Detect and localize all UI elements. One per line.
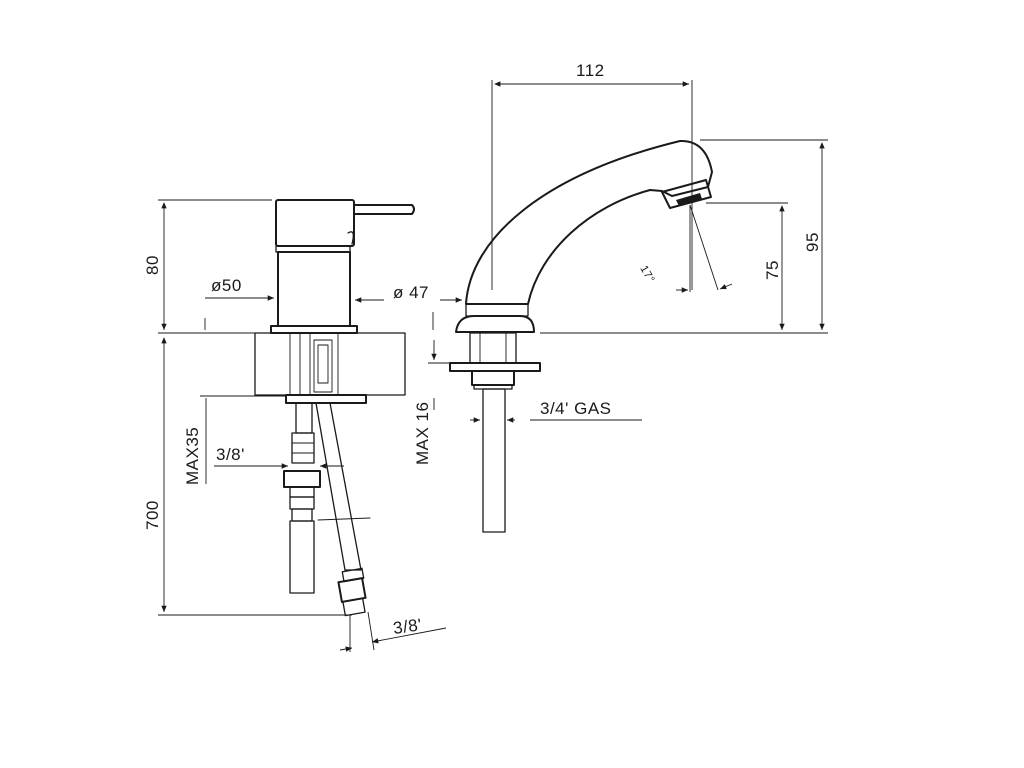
label-d50: ø50: [211, 276, 242, 295]
dim-hose-length: 700: [143, 337, 352, 616]
label-112: 112: [576, 61, 605, 80]
mixer-body: [277, 251, 351, 327]
spout-assembly: [449, 139, 713, 533]
dim-spout-reach: 112: [491, 61, 693, 290]
label-angle: 17°: [637, 264, 656, 286]
hose-right: [315, 402, 362, 571]
dim-max16: MAX 16: [413, 340, 468, 465]
dim-spout-height-total: 95: [540, 139, 828, 334]
dim-lever-height: 80: [143, 199, 272, 334]
lever-handle: [353, 204, 415, 215]
label-d47: ø 47: [393, 283, 429, 302]
label-38-bottom: 3/8': [392, 615, 423, 638]
label-38-top: 3/8': [216, 445, 245, 464]
dim-spout-thread: 3/4' GAS: [470, 399, 642, 423]
label-95: 95: [803, 232, 822, 252]
label-80: 80: [143, 255, 162, 275]
dim-hose-connection-bottom: 3/8': [339, 611, 447, 652]
dim-max35: MAX35: [183, 395, 286, 485]
countertop-section: [254, 332, 406, 396]
dim-spout-outlet-height: 75: [706, 202, 788, 330]
dim-outlet-angle: 17°: [637, 204, 733, 293]
dim-hose-connection-top: 3/8': [214, 445, 344, 469]
label-gas: 3/4' GAS: [540, 399, 612, 418]
dim-mixer-diameter: ø50: [204, 276, 274, 330]
label-max35: MAX35: [183, 427, 202, 485]
lever-head: [275, 199, 355, 247]
hose-left: [289, 520, 315, 594]
dim-spout-base-diameter: ø 47: [355, 283, 462, 330]
label-max16: MAX 16: [413, 402, 432, 465]
spout-body: [465, 139, 713, 305]
label-75: 75: [763, 260, 782, 280]
mixer-assembly: [254, 199, 415, 617]
spout-threaded-rod: [482, 388, 506, 533]
label-700: 700: [143, 500, 162, 530]
